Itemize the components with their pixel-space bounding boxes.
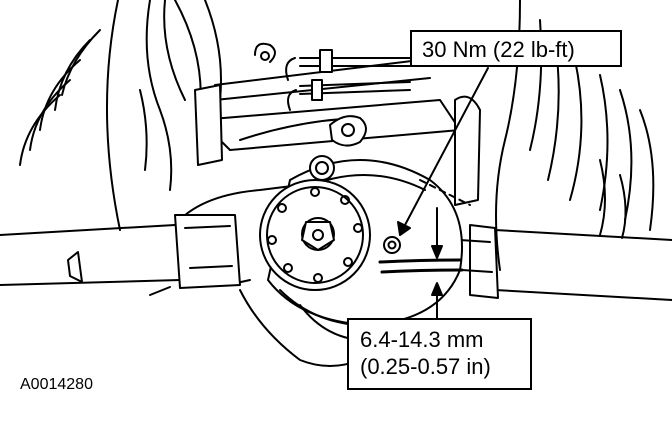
axle-housing — [174, 184, 499, 299]
gap-leader — [431, 207, 443, 319]
torque-spec-callout: 30 Nm (22 lb-ft) — [410, 30, 622, 67]
gap-metric-text: 6.4-14.3 mm — [360, 327, 484, 352]
pinion-flange — [259, 179, 371, 291]
gap-imperial-text: (0.25-0.57 in) — [360, 354, 491, 379]
bump-stop — [378, 236, 464, 274]
gap-spec-callout: 6.4-14.3 mm (0.25-0.57 in) — [347, 318, 532, 390]
brake-lines — [254, 42, 411, 111]
companion-bolt — [309, 155, 335, 181]
left-frame-contours — [0, 0, 186, 296]
torque-leader — [397, 67, 489, 236]
spring-and-upper-frame — [174, 0, 481, 206]
figure-id-label: A0014280 — [20, 376, 93, 393]
